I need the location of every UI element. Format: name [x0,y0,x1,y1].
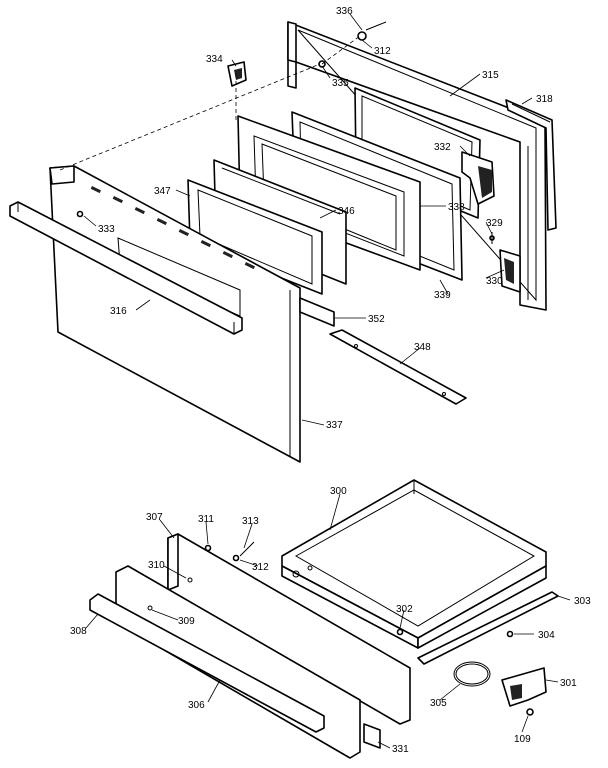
callout-331: 331 [392,744,409,755]
callout-303: 303 [574,596,591,607]
callout-318: 318 [536,94,553,105]
callout-305: 305 [430,698,447,709]
callout-347: 347 [154,186,171,197]
callout-301: 301 [560,678,577,689]
callout-339: 339 [434,290,451,301]
bracket-301 [501,667,547,707]
callout-333: 333 [98,224,115,235]
callout-338: 338 [448,202,465,213]
door-handle-316 [9,201,243,335]
callout-labels: 336 312 334 335 315 318 332 347 346 338 … [70,6,591,755]
screws-lower [204,541,534,716]
callout-330: 330 [486,276,503,287]
callout-308: 308 [70,626,87,637]
callout-315: 315 [482,70,499,81]
spring-305 [453,661,491,687]
callout-302: 302 [396,604,413,615]
screws-upper [76,21,495,244]
side-trim-318 [505,99,557,231]
callout-311: 311 [198,514,214,525]
callout-334: 334 [206,54,223,65]
drawer-body-300 [281,479,547,649]
window-frame-347 [187,179,323,295]
callout-304: 304 [538,630,555,641]
callout-309: 309 [178,616,195,627]
bracket-348 [329,329,467,405]
drawer-trim-306 [89,565,361,759]
callout-312-lower: 312 [252,562,269,573]
callout-335: 335 [332,78,349,89]
bracket-331 [363,723,381,749]
alignment-lines [59,35,361,171]
callout-337: 337 [326,420,343,431]
callout-300: 300 [330,486,347,497]
outer-door-337 [49,165,301,463]
callout-329: 329 [486,218,503,229]
callout-307: 307 [146,512,163,523]
callout-352: 352 [368,314,385,325]
hinge-330 [499,249,521,293]
callout-336: 336 [336,6,353,17]
callout-313: 313 [242,516,259,527]
clip-334 [227,61,247,87]
callout-332: 332 [434,142,451,153]
callout-348: 348 [414,342,431,353]
callout-346: 346 [338,206,355,217]
callout-316: 316 [110,306,127,317]
seal-352 [299,297,335,327]
hinge-332 [461,151,495,205]
callout-306: 306 [188,700,205,711]
callout-109: 109 [514,734,531,745]
leader-lines [83,13,571,749]
callout-310: 310 [148,560,165,571]
callout-312-upper: 312 [374,46,391,57]
